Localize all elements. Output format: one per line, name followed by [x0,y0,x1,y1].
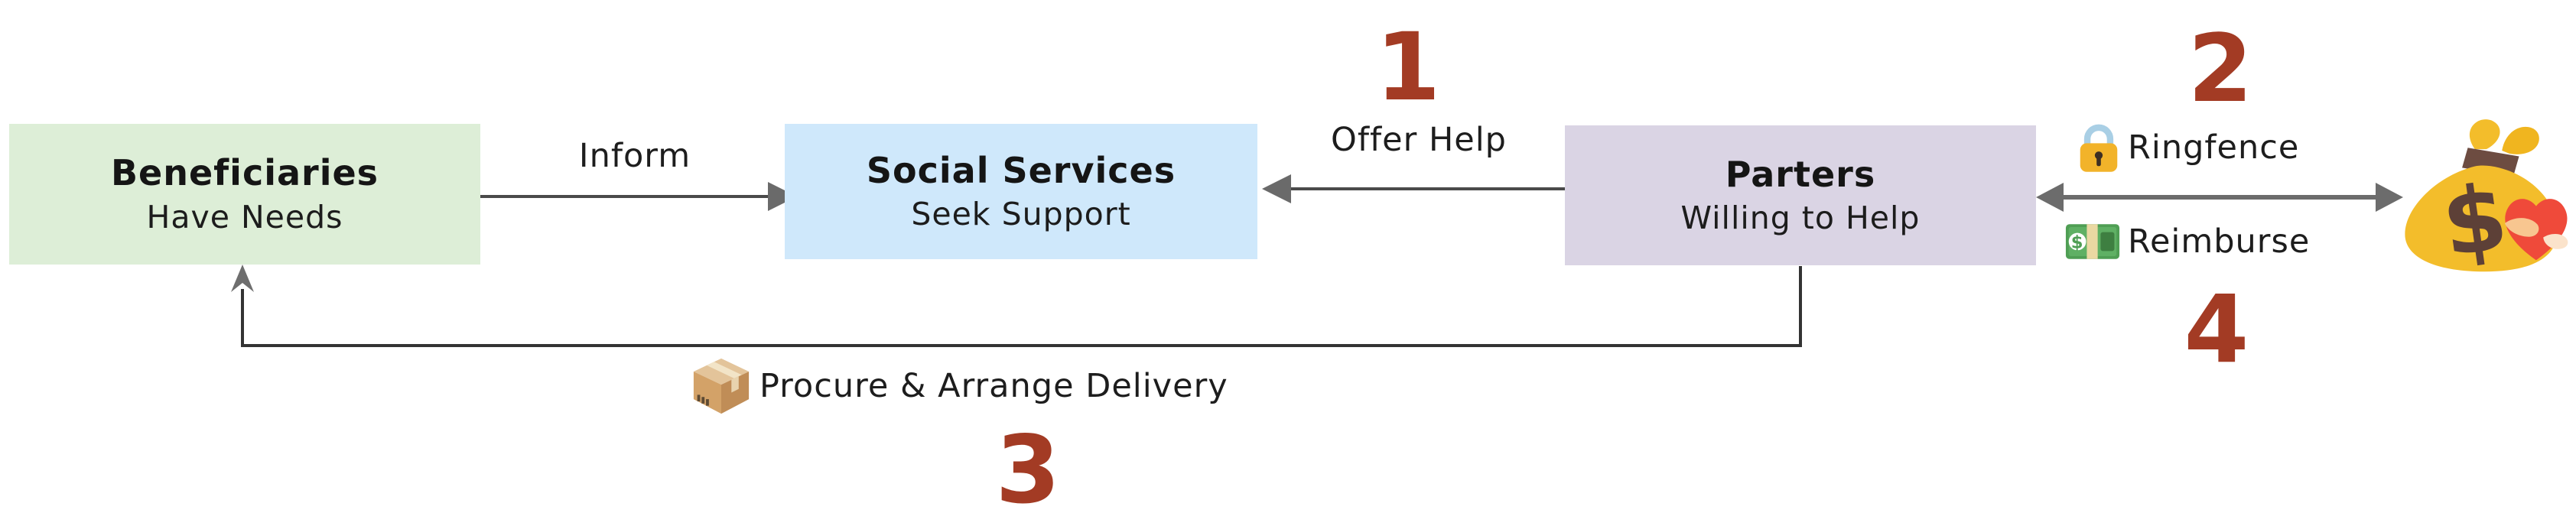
ringfence-reimburse-arrow [2036,183,2403,212]
step-number-2: 2 [2187,15,2253,123]
offer-help-arrow [1262,174,1565,203]
inform-label: Inform [578,137,691,175]
package-icon [691,357,752,415]
step-number-4: 4 [2184,275,2249,384]
node-subtitle: Willing to Help [1680,200,1921,237]
inform-arrow [480,182,797,211]
procure-label-group: Procure & Arrange Delivery [691,357,1228,415]
reimburse-label-group: $ Reimburse [2065,220,2310,263]
procure-delivery-path [231,265,1802,347]
reimburse-label: Reimburse [2128,222,2311,261]
node-beneficiaries: Beneficiaries Have Needs [9,124,480,265]
offer-help-label: Offer Help [1331,121,1507,159]
node-subtitle: Have Needs [146,198,343,235]
node-title: Parters [1725,153,1876,195]
ringfence-label: Ringfence [2128,128,2300,167]
node-title: Beneficiaries [110,152,379,194]
dollar-sign: $ [2436,164,2513,278]
lock-icon [2077,122,2120,174]
money-bill-icon: $ [2065,220,2120,263]
step-number-3: 3 [995,416,1061,524]
step-number-1: 1 [1375,13,1441,122]
node-subtitle: Seek Support [911,196,1131,233]
node-title: Social Services [866,149,1176,191]
node-social-services: Social Services Seek Support [785,124,1257,259]
svg-text:$: $ [2071,233,2084,253]
procure-label: Procure & Arrange Delivery [759,367,1228,405]
ringfence-label-group: Ringfence [2077,122,2299,174]
money-bag-heart-icon: $ [2391,115,2576,279]
node-partners: Parters Willing to Help [1565,125,2036,265]
